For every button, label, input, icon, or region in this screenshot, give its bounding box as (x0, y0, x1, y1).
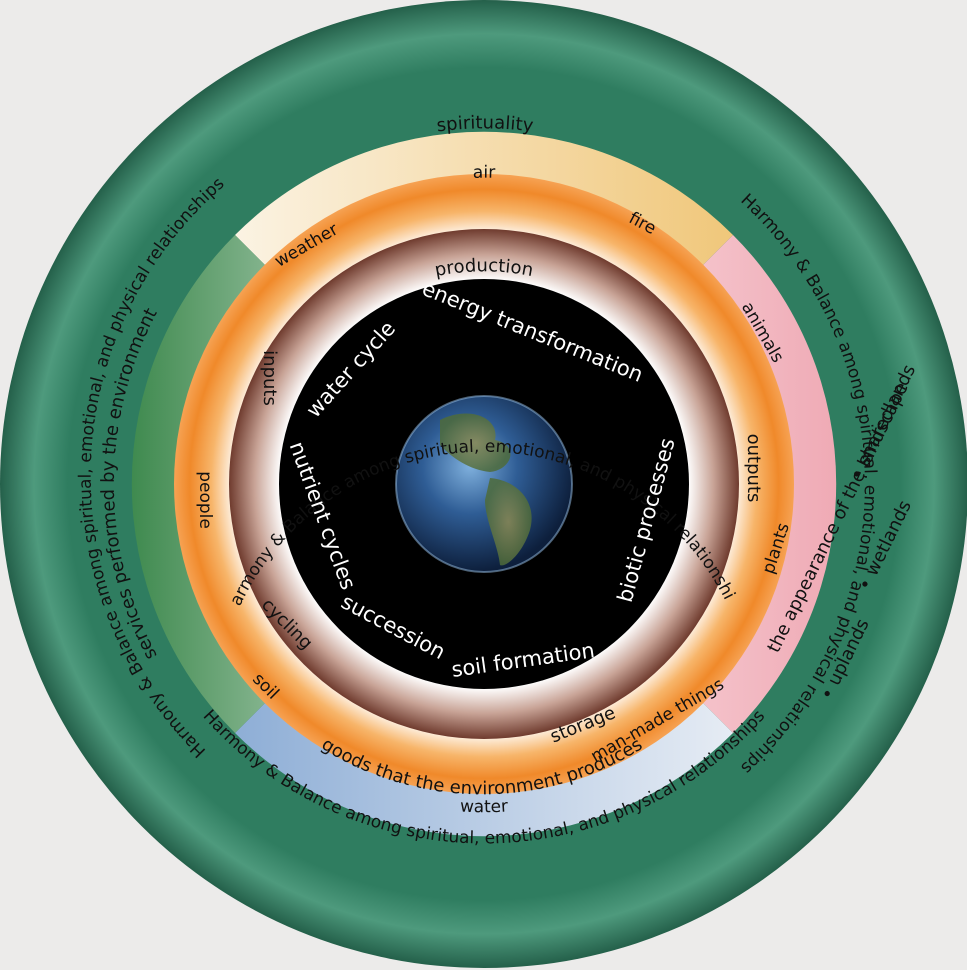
element-air: air (473, 163, 496, 183)
element-people: people (195, 471, 215, 529)
process-outputs: outputs (743, 434, 764, 503)
process-inputs: inputs (259, 350, 280, 406)
segment-label-spirituality: spirituality (435, 112, 534, 136)
earth-globe (395, 395, 573, 573)
element-water: water (460, 796, 509, 817)
